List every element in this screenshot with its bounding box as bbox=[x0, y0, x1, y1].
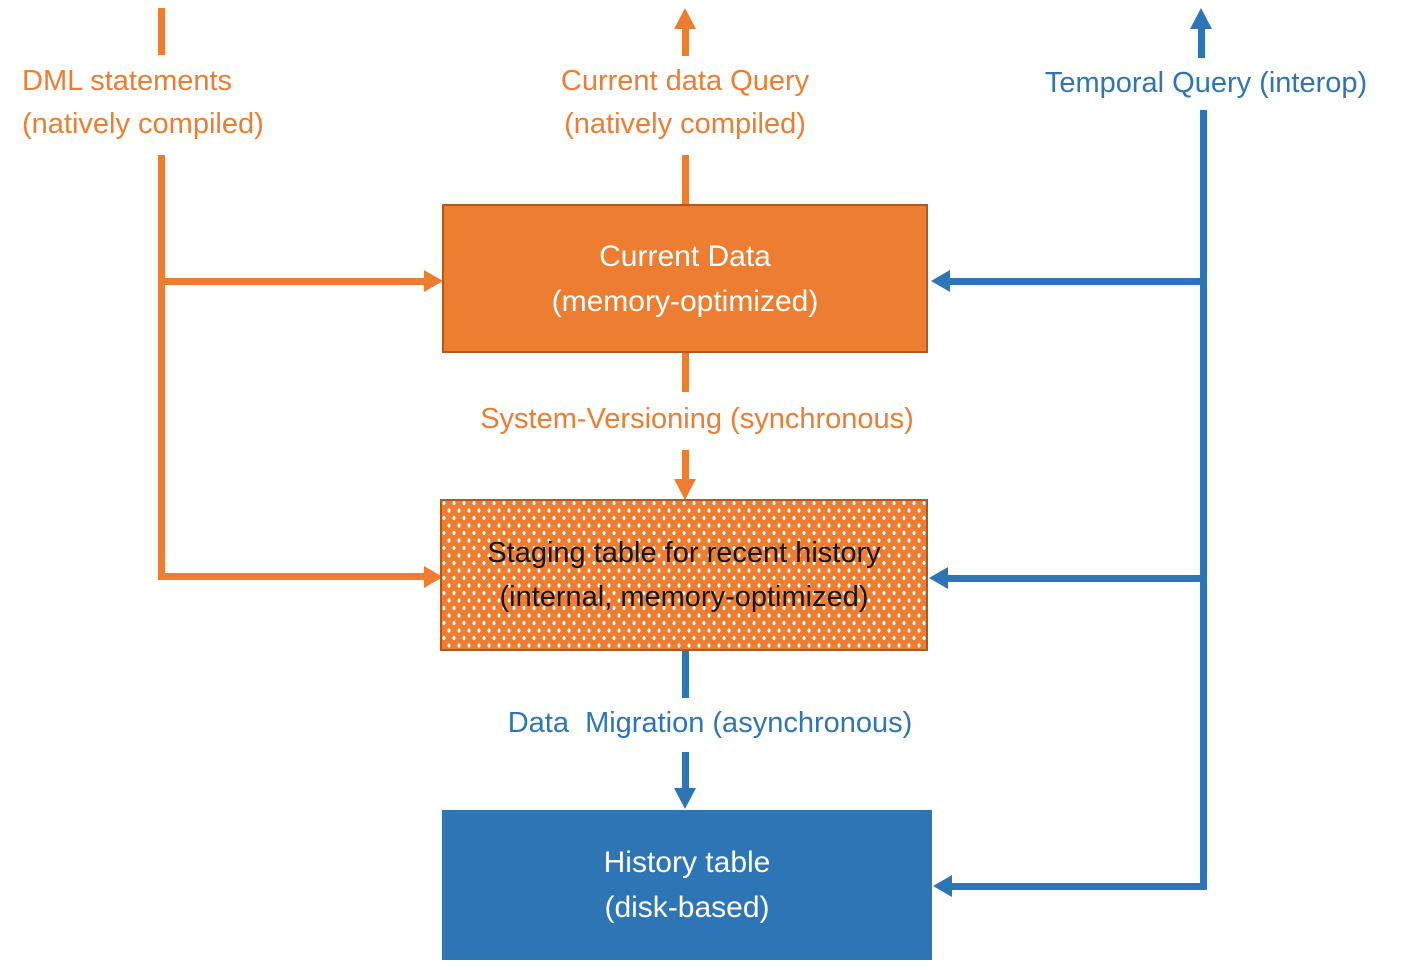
current-data-box-line2: (memory-optimized) bbox=[551, 284, 819, 318]
dml-to-staging-line bbox=[161, 573, 424, 580]
dml-line-top-segment bbox=[158, 8, 165, 55]
dml-line-vertical bbox=[158, 155, 165, 580]
temporal-query-stem-top bbox=[1198, 27, 1205, 58]
current-query-stem-to-box bbox=[682, 155, 689, 205]
data-migration-stem-top bbox=[682, 651, 689, 698]
system-versioning-stem-top bbox=[682, 353, 689, 392]
temporal-to-history-arrowhead-icon bbox=[933, 875, 952, 897]
dml-to-staging-arrowhead-icon bbox=[424, 566, 443, 588]
current-query-up-arrowhead-icon bbox=[674, 8, 696, 29]
staging-table-box: Staging table for recent history (intern… bbox=[440, 499, 928, 651]
dml-statements-label: DML statements (natively compiled) bbox=[22, 60, 362, 146]
temporal-query-up-arrowhead-icon bbox=[1190, 8, 1212, 29]
current-data-query-label-line1: Current data Query bbox=[560, 65, 810, 97]
dml-to-current-arrowhead-icon bbox=[424, 270, 443, 292]
staging-table-box-line2: (internal, memory-optimized) bbox=[499, 581, 869, 613]
temporal-to-current-line bbox=[950, 278, 1200, 285]
dml-to-current-line bbox=[161, 278, 424, 285]
data-migration-down-arrowhead-icon bbox=[674, 788, 696, 809]
temporal-to-history-line bbox=[952, 883, 1207, 890]
current-data-box-line1: Current Data bbox=[599, 239, 771, 273]
current-query-stem-top bbox=[682, 27, 689, 56]
temporal-query-label: Temporal Query (interop) bbox=[1044, 67, 1368, 99]
staging-table-box-line1: Staging table for recent history bbox=[487, 537, 881, 569]
history-table-box-line1: History table bbox=[603, 846, 771, 879]
system-versioning-label: System-Versioning (synchronous) bbox=[480, 403, 914, 435]
system-versioning-down-arrowhead-icon bbox=[674, 479, 696, 500]
data-migration-stem-bottom bbox=[682, 752, 689, 789]
current-data-query-label-line2: (natively compiled) bbox=[564, 108, 806, 140]
temporal-to-current-arrowhead-icon bbox=[931, 270, 950, 292]
data-migration-label: Data Migration (asynchronous) bbox=[507, 707, 913, 739]
dml-statements-label-line1: DML statements bbox=[22, 65, 233, 97]
system-versioning-stem-bottom bbox=[682, 450, 689, 481]
temporal-to-staging-line bbox=[948, 575, 1200, 582]
current-data-query-label: Current data Query (natively compiled) bbox=[485, 60, 885, 146]
temporal-to-staging-arrowhead-icon bbox=[929, 567, 948, 589]
current-data-box: Current Data (memory-optimized) bbox=[442, 204, 928, 353]
history-table-box-line2: (disk-based) bbox=[604, 891, 770, 924]
temporal-query-vertical bbox=[1200, 110, 1207, 890]
dml-statements-label-line2: (natively compiled) bbox=[22, 108, 264, 140]
history-table-box: History table (disk-based) bbox=[442, 810, 932, 960]
